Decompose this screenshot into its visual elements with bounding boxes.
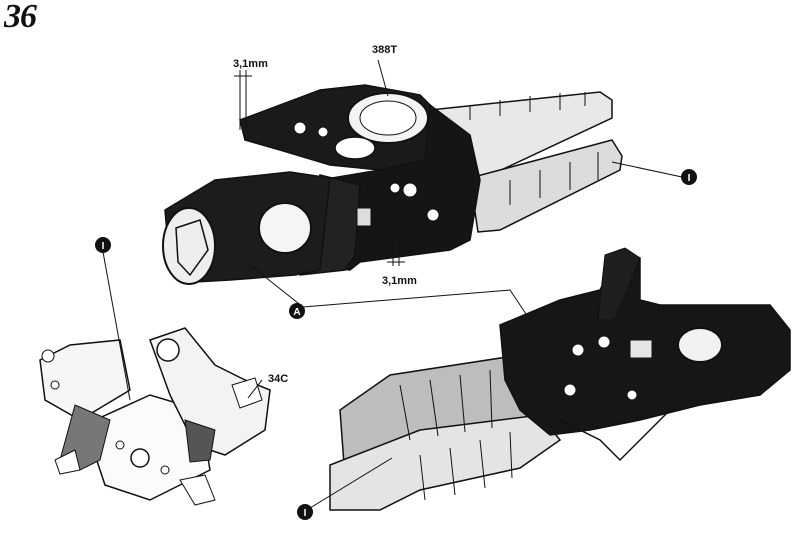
callout-i-bottom: I — [297, 504, 313, 520]
svg-text:I: I — [304, 508, 307, 519]
dimension-label-top: 3,1mm — [233, 58, 268, 70]
callout-leaders — [102, 161, 683, 509]
top-gearbox-assembly — [162, 59, 623, 285]
bottom-right-gearbox-assembly — [329, 247, 791, 511]
callout-i-right: I — [681, 169, 697, 185]
svg-text:I: I — [688, 173, 691, 184]
bottom-left-exploded-part — [39, 327, 271, 506]
svg-text:A: A — [293, 307, 300, 318]
callout-a: A — [289, 303, 305, 319]
dimension-label-bottom: 3,1mm — [382, 275, 417, 287]
part-number-top: 388T — [372, 44, 397, 56]
svg-text:I: I — [102, 241, 105, 252]
part-number-left: 34C — [268, 373, 288, 385]
step-number: 36 — [4, 0, 37, 35]
callout-i-left: I — [95, 237, 111, 253]
